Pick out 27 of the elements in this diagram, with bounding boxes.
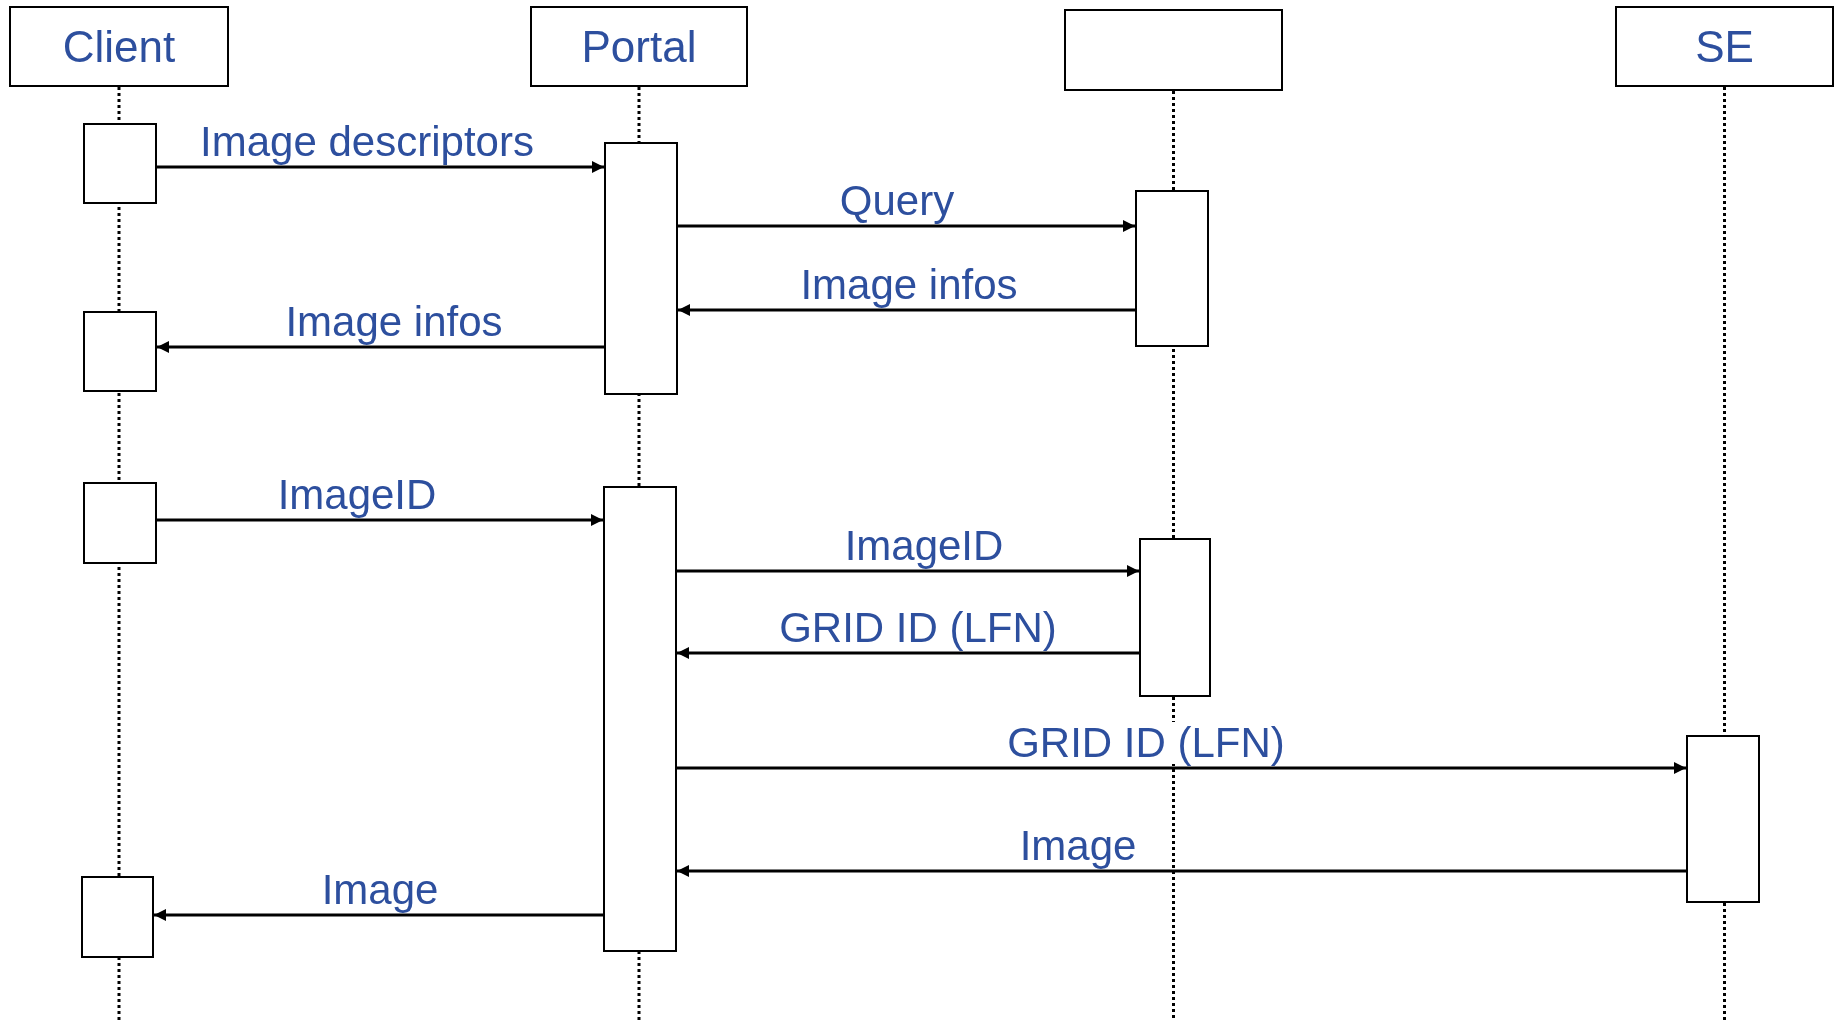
- activation-box: [83, 311, 157, 392]
- participant-box: [530, 6, 748, 87]
- message-arrow: [157, 161, 604, 173]
- activation-box: [1686, 735, 1760, 903]
- participant-name: SE: [1695, 21, 1754, 72]
- activation-box: [603, 486, 677, 952]
- participant-box: [9, 6, 229, 87]
- message-arrow: [678, 304, 1135, 316]
- activation-box: [83, 482, 157, 564]
- activation-box: [83, 123, 157, 204]
- message-arrow: [154, 909, 603, 921]
- message-label: GRID ID (LFN): [1007, 722, 1285, 764]
- participant-box: [1064, 9, 1283, 91]
- message-arrow: [677, 762, 1686, 774]
- message-arrow: [677, 647, 1139, 659]
- message-arrow: [157, 514, 603, 526]
- participant-name: Portal: [581, 21, 697, 72]
- activation-box: [81, 876, 154, 958]
- activation-box: [604, 142, 678, 395]
- message-arrow: [157, 341, 604, 353]
- message-arrow: [678, 220, 1135, 232]
- message-arrow: [677, 565, 1139, 577]
- participant-name: Client: [62, 21, 176, 72]
- message-arrow: [677, 865, 1686, 877]
- activation-box: [1135, 190, 1209, 347]
- participant-box: [1615, 6, 1834, 87]
- activation-box: [1139, 538, 1211, 697]
